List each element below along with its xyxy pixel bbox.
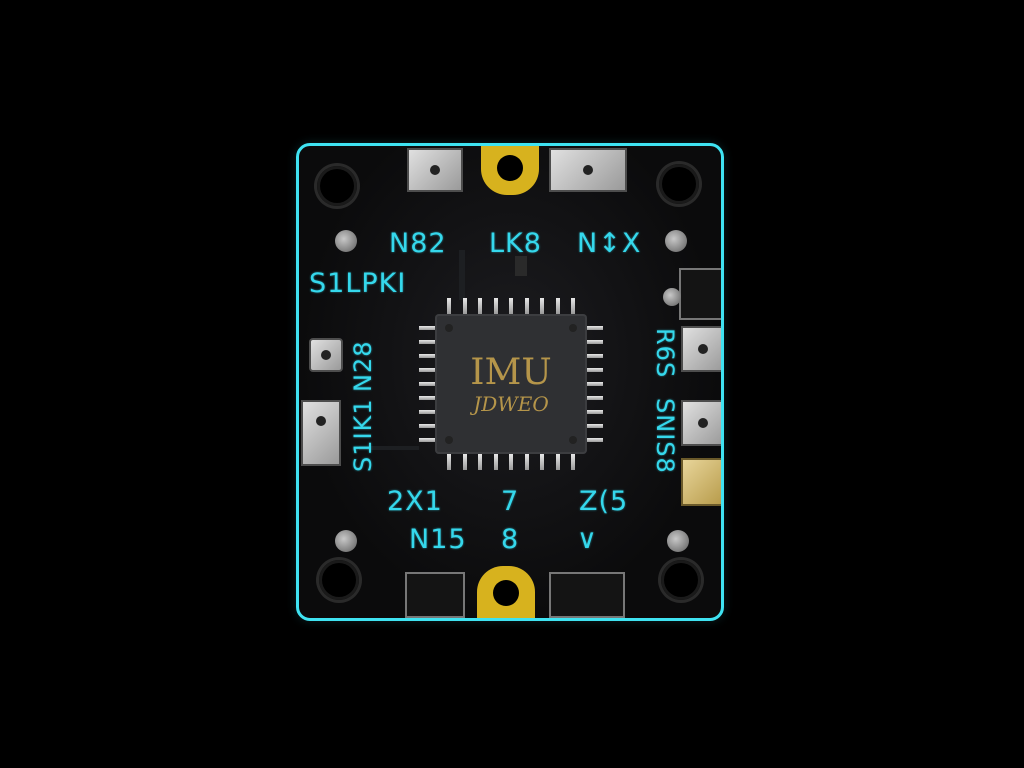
chip-pin-bottom [524, 454, 529, 470]
label-right-vert-a: R6S [651, 328, 679, 379]
chip-pin-top [571, 298, 575, 314]
label-top-left: N82 [389, 228, 447, 259]
chip-pin-top [478, 298, 482, 314]
pad-right-3 [681, 400, 721, 446]
label-bottom-mid-b: 8 [501, 524, 520, 555]
chip-pin-left [419, 326, 435, 330]
pad-top-right [549, 148, 627, 192]
chip-pin-right [587, 368, 603, 372]
pad-top-left-hole [430, 165, 440, 175]
chip-corner-marker-bl [445, 436, 453, 444]
chip-pin-left [419, 424, 435, 428]
chip-pin-top [447, 298, 451, 314]
chip-name: IMU [470, 352, 552, 393]
chip-subtext: JDWEO [473, 392, 549, 416]
via-1 [335, 230, 357, 252]
pad-right-2 [681, 326, 721, 372]
label-bottom-right-b: ∨ [577, 524, 598, 555]
label-left-vert-b: S1IK1 [349, 398, 377, 472]
pad-bottom-right [549, 572, 625, 618]
gold-tab-top [481, 146, 539, 195]
chip-pin-top [462, 298, 467, 314]
via-4 [667, 530, 689, 552]
chip-pin-right [587, 326, 603, 330]
pad-left-upper-hole [321, 350, 331, 360]
trace-2 [515, 256, 527, 276]
label-bottom-mid-a: 7 [501, 486, 520, 517]
label-bottom-left-b: N15 [409, 524, 467, 555]
chip-pin-right [587, 410, 603, 414]
pad-left-lower [301, 400, 341, 466]
pad-top-left [407, 148, 463, 192]
chip-pin-bottom [462, 454, 467, 470]
chip-corner-marker-tr [569, 324, 577, 332]
gold-tab-bottom-hole [493, 580, 519, 606]
chip-pin-bottom [555, 454, 560, 470]
chip-pin-top [540, 298, 544, 314]
gold-tab-bottom [477, 566, 535, 618]
label-right-vert-b: SNIS8 [651, 398, 679, 474]
chip-pin-right [587, 340, 603, 344]
label-bottom-right-a: Z(5 [579, 486, 629, 517]
chip-pin-bottom [493, 454, 498, 470]
mount-hole-top-right [659, 164, 699, 204]
via-3 [335, 530, 357, 552]
chip-pin-top [493, 298, 498, 314]
chip-pin-bottom [478, 454, 482, 470]
chip-pin-right [587, 382, 603, 386]
pad-right-3-hole [698, 418, 708, 428]
chip-pin-right [587, 438, 603, 442]
pcb-board: N82 LK8 N↕X S1LPKI N28 S1IK1 R6S SNIS8 2… [296, 143, 724, 621]
chip-pin1-marker [445, 324, 453, 332]
chip-pin-top [555, 298, 560, 314]
label-left-upper: S1LPKI [309, 268, 407, 299]
chip-pin-left [419, 438, 435, 442]
chip-pin-left [419, 354, 435, 358]
mount-hole-bottom-right [661, 560, 701, 600]
label-top-mid: LK8 [489, 228, 542, 259]
chip-pin-top [509, 298, 513, 314]
via-5 [663, 288, 681, 306]
label-bottom-left-a: 2X1 [387, 486, 443, 517]
chip-pin-right [587, 396, 603, 400]
via-2 [665, 230, 687, 252]
chip-pin-right [587, 424, 603, 428]
pad-left-upper [309, 338, 343, 372]
pad-left-lower-hole [316, 415, 326, 426]
trace-3 [359, 446, 419, 450]
pad-bottom-left [405, 572, 465, 618]
chip-pin-top [524, 298, 529, 314]
chip-pin-left [419, 368, 435, 372]
pad-top-right-hole [583, 165, 593, 175]
gold-tab-top-hole [497, 155, 523, 181]
pad-right-gold [681, 458, 721, 506]
chip-corner-marker-br [569, 436, 577, 444]
label-left-vert-a: N28 [349, 340, 377, 393]
chip-pin-left [419, 340, 435, 344]
pad-right-1 [679, 268, 721, 320]
chip-pin-left [419, 410, 435, 414]
mount-hole-top-left [317, 166, 357, 206]
imu-chip-assembly: IMU JDWEO [407, 294, 607, 484]
trace-1 [459, 250, 465, 300]
chip-pin-right [587, 354, 603, 358]
chip-pin-bottom [540, 454, 544, 470]
chip-pin-left [419, 396, 435, 400]
pad-right-2-hole [698, 344, 708, 354]
chip-pin-left [419, 382, 435, 386]
imu-chip: IMU JDWEO [435, 314, 587, 454]
chip-pin-bottom [571, 454, 575, 470]
chip-pin-bottom [509, 454, 513, 470]
label-top-right: N↕X [577, 228, 642, 259]
mount-hole-bottom-left [319, 560, 359, 600]
chip-pin-bottom [447, 454, 451, 470]
